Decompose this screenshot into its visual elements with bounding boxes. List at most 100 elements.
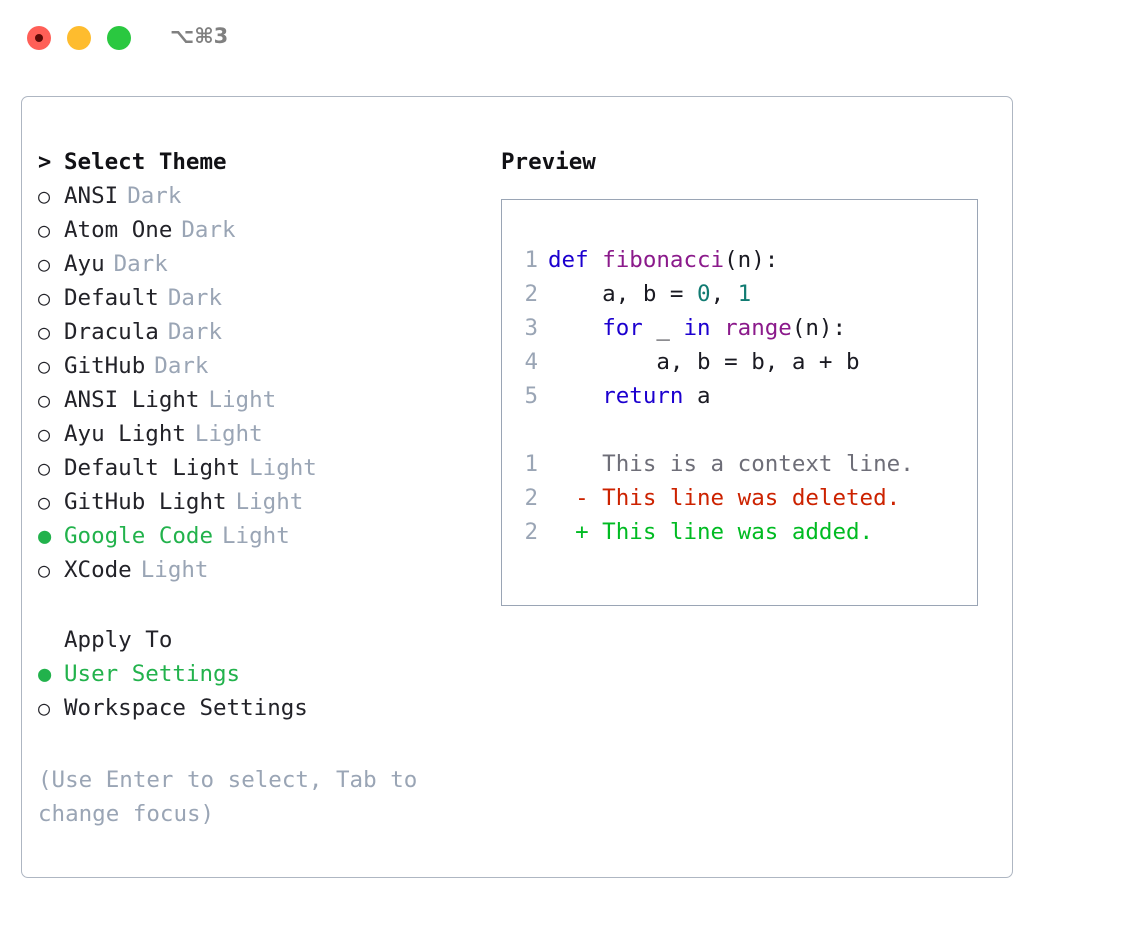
theme-option-dracula[interactable]: ○ Dracula Dark	[38, 315, 478, 349]
help-text: (Use Enter to select, Tab to change focu…	[38, 763, 448, 831]
theme-option-label: Google Code	[64, 523, 214, 549]
radio-selected-icon: ●	[38, 524, 52, 549]
diff-line-ctx: 1 This is a context line.	[514, 447, 913, 481]
diff-line-number: 2	[524, 485, 538, 511]
theme-option-label: XCode	[64, 557, 132, 583]
apply-to-option-label: Workspace Settings	[64, 695, 308, 721]
theme-option-tag: Light	[235, 489, 304, 515]
theme-option-label: Atom One	[64, 217, 173, 243]
theme-option-label: Ayu	[64, 251, 105, 277]
theme-option-label: Dracula	[64, 319, 159, 345]
theme-option-tag: Light	[222, 523, 290, 549]
code-token-num: 0	[697, 281, 711, 307]
code-token-kw: def	[548, 247, 603, 273]
code-line: 3 for _ in range(n):	[514, 311, 914, 345]
radio-unselected-icon: ○	[38, 286, 51, 310]
theme-option-label: GitHub Light	[64, 489, 227, 515]
code-token-pl	[548, 315, 602, 341]
code-token-fn: range	[724, 315, 792, 341]
code-line: 5 return a	[514, 379, 914, 413]
apply-to-section: ○Apply To ●User Settings○Workspace Setti…	[38, 623, 478, 725]
theme-option-github-light[interactable]: ○ GitHub Light Light	[38, 485, 478, 519]
select-theme-heading-label: Select Theme	[64, 149, 227, 175]
preview-heading: Preview	[501, 149, 596, 175]
apply-to-option-label: User Settings	[64, 661, 241, 687]
code-token-pl: (n):	[791, 315, 847, 341]
code-line-number: 1	[524, 247, 538, 273]
code-token-pl: (n):	[724, 247, 779, 273]
keyboard-shortcut-label: ⌥⌘3	[170, 24, 229, 48]
radio-unselected-icon: ○	[38, 456, 51, 480]
code-token-kw: for	[602, 315, 643, 341]
code-token-kw: return	[602, 383, 684, 409]
diff-line-number: 2	[524, 519, 538, 545]
apply-to-option-workspace-settings[interactable]: ○ Workspace Settings	[38, 691, 478, 725]
theme-option-tag: Dark	[167, 285, 223, 311]
code-token-pl: a	[683, 383, 711, 409]
code-line-number: 3	[524, 315, 538, 341]
code-token-pl	[548, 383, 602, 409]
code-token-pl: _	[642, 315, 684, 341]
code-line: 1 def fibonacci(n):	[514, 243, 914, 277]
help-text-line-2: change focus)	[38, 801, 215, 827]
code-line: 2 a, b = 0, 1	[514, 277, 914, 311]
radio-unselected-icon: ○	[38, 252, 51, 276]
theme-option-google-code[interactable]: ● Google Code Light	[38, 519, 478, 553]
radio-unselected-icon: ○	[38, 354, 51, 378]
title-bar: ⌥⌘3	[0, 0, 1140, 78]
theme-option-tag: Light	[208, 387, 277, 413]
radio-unselected-icon: ○	[38, 422, 51, 446]
diff-line-del: 2 - This line was deleted.	[514, 481, 914, 515]
apply-to-option-user-settings[interactable]: ● User Settings	[38, 657, 478, 691]
apply-to-option-list: ● User Settings ○ Workspace Settings	[38, 657, 478, 725]
caret-icon: >	[38, 150, 52, 175]
radio-unselected-icon: ○	[38, 184, 51, 208]
theme-option-tag: Dark	[181, 217, 236, 243]
code-line-number: 4	[524, 349, 538, 375]
code-token-pl: ,	[710, 281, 738, 307]
code-token-pl: a, b =	[548, 281, 698, 307]
theme-option-tag: Dark	[113, 251, 168, 277]
code-token-fn: fibonacci	[602, 247, 725, 273]
maximize-window-button[interactable]	[107, 26, 131, 50]
code-token-pl: a, b = b, a + b	[548, 349, 860, 375]
theme-option-tag: Dark	[167, 319, 223, 345]
radio-unselected-icon: ○	[38, 490, 51, 514]
radio-unselected-icon: ○	[38, 320, 51, 344]
radio-selected-icon: ●	[38, 662, 52, 687]
radio-unselected-icon: ○	[38, 558, 51, 582]
theme-option-ayu[interactable]: ○ Ayu Dark	[38, 247, 478, 281]
diff-line-text: - This line was deleted.	[548, 485, 901, 511]
theme-option-tag: Light	[140, 557, 209, 583]
spacer-icon: ○	[38, 624, 64, 658]
code-token-num: 1	[737, 281, 752, 307]
close-window-button[interactable]	[27, 26, 51, 50]
theme-option-label: Ayu Light	[64, 421, 186, 447]
apply-to-heading: ○Apply To	[38, 623, 478, 657]
minimize-window-button[interactable]	[67, 26, 91, 50]
diff-line-add: 2 + This line was added.	[514, 515, 914, 549]
code-token-kw: in	[683, 315, 711, 341]
help-text-line-1: (Use Enter to select, Tab to	[38, 767, 418, 793]
radio-unselected-icon: ○	[38, 696, 51, 720]
radio-unselected-icon: ○	[38, 388, 51, 412]
select-theme-heading: > Select Theme	[38, 145, 478, 179]
code-line: 4 a, b = b, a + b	[514, 345, 914, 379]
apply-to-heading-label: Apply To	[64, 627, 173, 653]
code-line-number: 5	[524, 383, 538, 409]
theme-option-xcode[interactable]: ○ XCode Light	[38, 553, 478, 587]
theme-option-label: Default Light	[64, 455, 241, 481]
